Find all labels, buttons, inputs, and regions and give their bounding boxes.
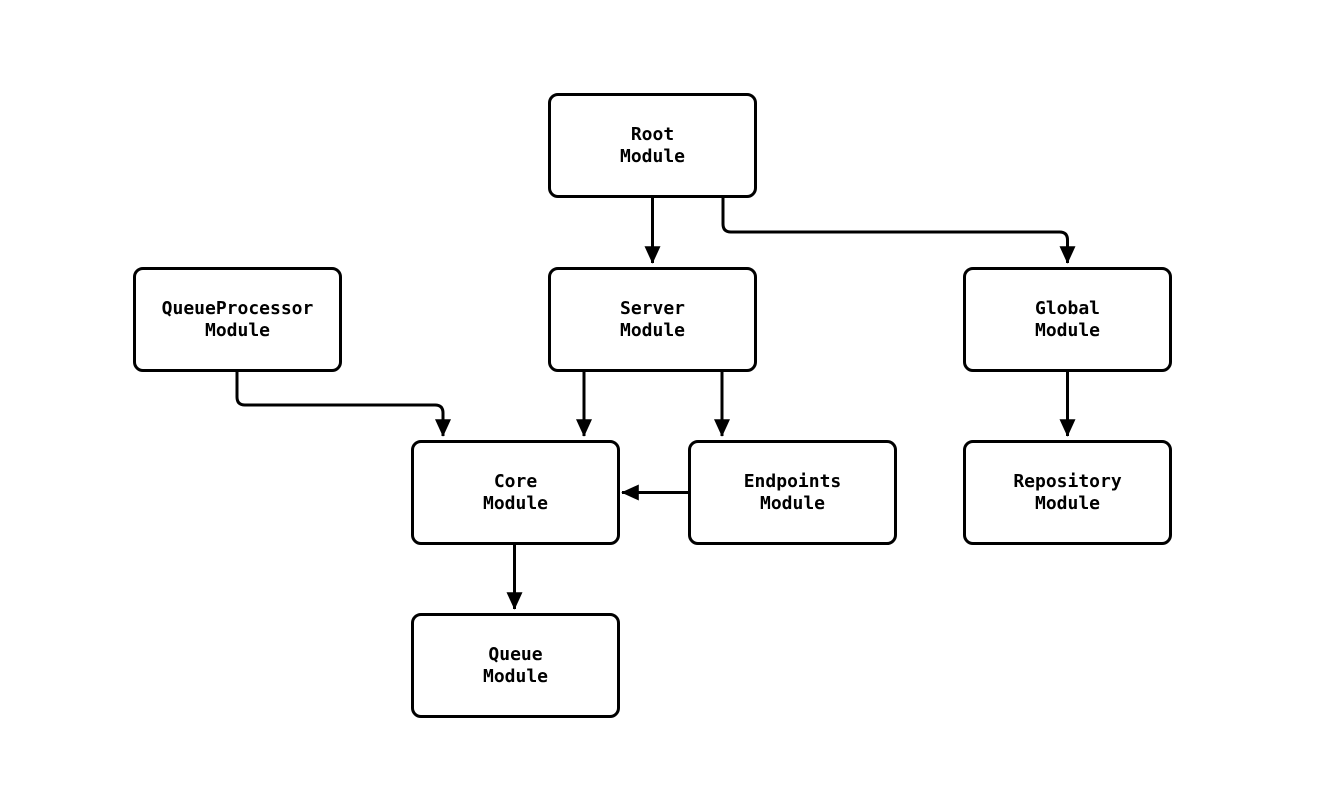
node-queueprocessor-module: QueueProcessor Module [133,267,342,372]
edge-root-to-global [721,198,1076,264]
node-endpoints-module: Endpoints Module [688,440,897,545]
edge-queueprocessor-to-core [235,372,451,437]
node-label-line: Global [1034,297,1101,319]
node-label-line: Queue [488,643,543,665]
node-repository-module: Repository Module [963,440,1172,545]
node-label-line: Core [493,470,538,492]
node-label-line: Module [482,665,549,687]
node-label-line: Module [619,319,686,341]
node-server-module: Server Module [548,267,757,372]
node-label-line: Module [619,145,686,167]
node-label-line: Module [1034,319,1101,341]
node-label-line: QueueProcessor [161,297,314,319]
node-label-line: Server [619,297,686,319]
node-root-module: Root Module [548,93,757,198]
node-label-line: Module [1034,492,1101,514]
node-core-module: Core Module [411,440,620,545]
node-label-line: Root [630,123,675,145]
node-label-line: Module [204,319,271,341]
node-global-module: Global Module [963,267,1172,372]
node-label-line: Endpoints [743,470,842,492]
node-label-line: Module [759,492,826,514]
node-label-line: Repository [1013,470,1122,492]
node-label-line: Module [482,492,549,514]
node-queue-module: Queue Module [411,613,620,718]
